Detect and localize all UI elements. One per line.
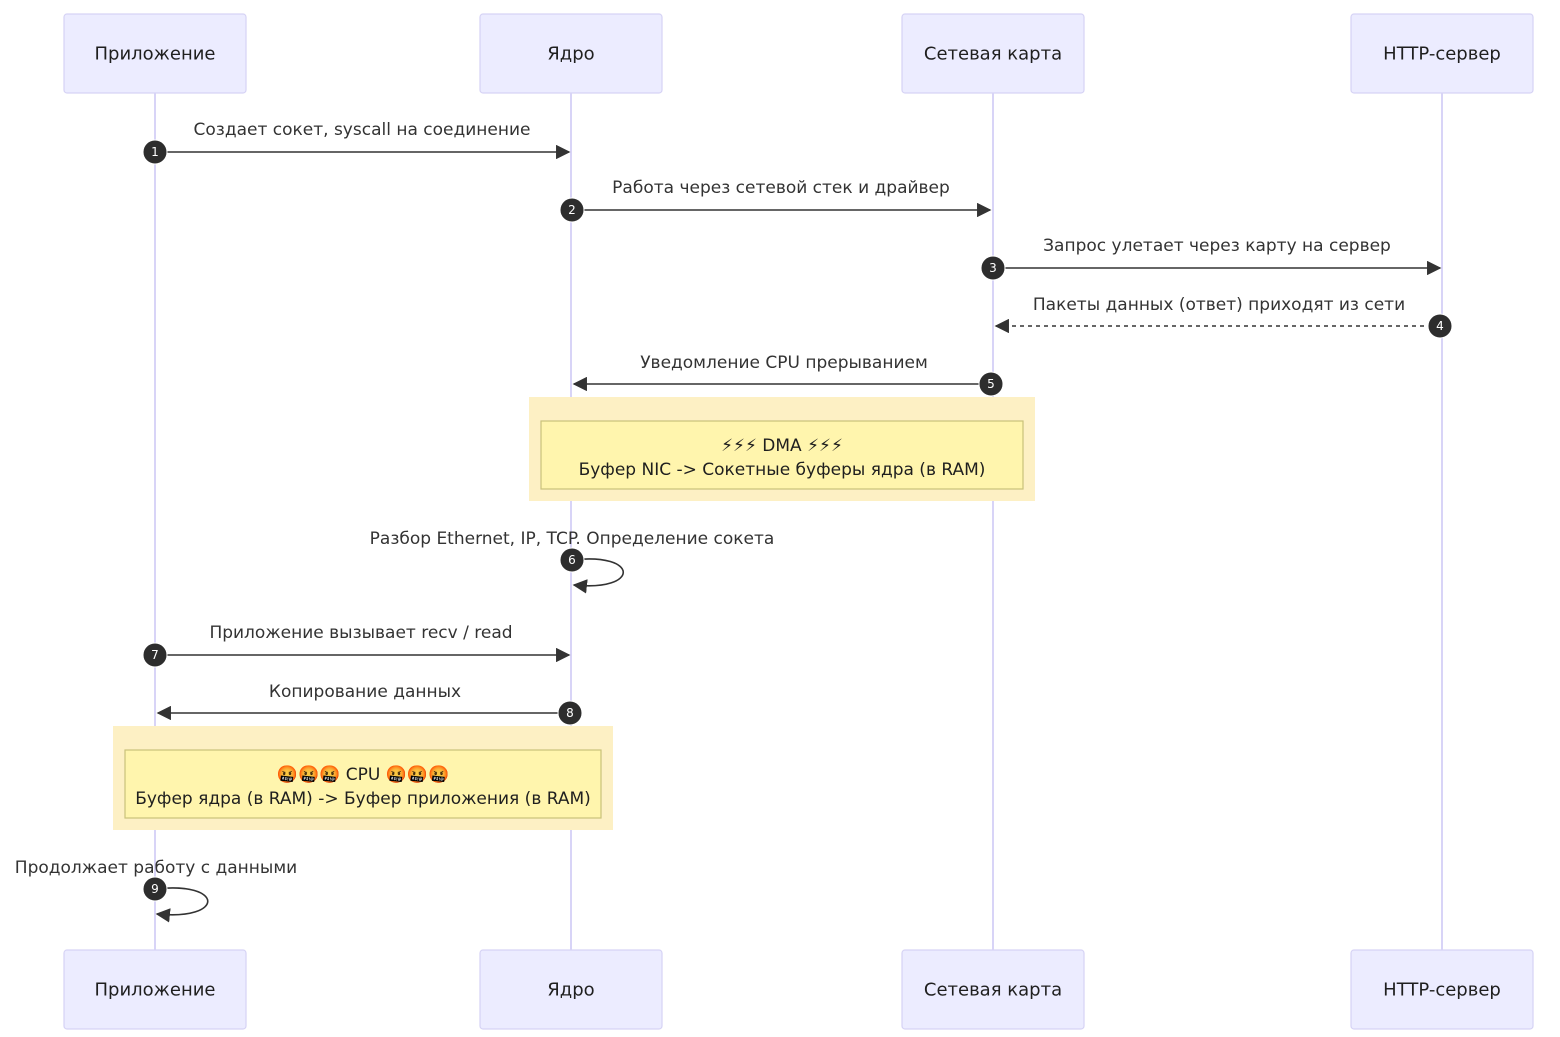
actor-kernel-top: Ядро xyxy=(479,13,663,94)
sequence-number: 8 xyxy=(566,706,574,720)
actor-app-bottom: Приложение xyxy=(63,949,247,1030)
sequence-number: 1 xyxy=(151,145,159,159)
message-2: Работа через сетевой стек и драйвер 2 xyxy=(559,178,992,223)
message-6: Разбор Ethernet, IP, TCP. Определение со… xyxy=(370,529,775,594)
sequence-number: 3 xyxy=(989,261,997,275)
message-4: Пакеты данных (ответ) приходят из сети 4 xyxy=(994,295,1453,339)
message-3: Запрос улетает через карту на сервер 3 xyxy=(980,236,1442,281)
message-label: Пакеты данных (ответ) приходят из сети xyxy=(1033,295,1405,315)
message-label: Продолжает работу с данными xyxy=(15,858,297,878)
message-label: Работа через сетевой стек и драйвер xyxy=(612,178,950,198)
message-label: Копирование данных xyxy=(269,682,461,702)
message-7: Приложение вызывает recv / read 7 xyxy=(142,623,571,668)
sequence-number-badge xyxy=(142,876,168,902)
message-1: Создает сокет, syscall на соединение 1 xyxy=(142,120,571,165)
actor-label: Сетевая карта xyxy=(924,44,1062,65)
sequence-number: 7 xyxy=(151,648,159,662)
actor-app-top: Приложение xyxy=(63,13,247,94)
actor-nic-bottom: Сетевая карта xyxy=(901,949,1085,1030)
sequence-number: 4 xyxy=(1436,319,1444,333)
message-9: Продолжает работу с данными 9 xyxy=(15,858,297,923)
actor-kernel-bottom: Ядро xyxy=(479,949,663,1030)
sequence-number-badge xyxy=(978,371,1004,397)
actor-http-top: HTTP-сервер xyxy=(1350,13,1534,94)
sequence-number-badge xyxy=(559,547,585,573)
actor-label: Ядро xyxy=(547,44,594,65)
actor-label: Сетевая карта xyxy=(924,980,1062,1001)
note-body: Буфер NIC -> Сокетные буферы ядра (в RAM… xyxy=(579,460,986,480)
note-title: ⚡⚡⚡ DMA ⚡⚡⚡ xyxy=(721,436,843,456)
actor-label: Приложение xyxy=(94,44,215,65)
note-dma: ⚡⚡⚡ DMA ⚡⚡⚡ Буфер NIC -> Сокетные буферы… xyxy=(529,397,1035,501)
message-label: Уведомление CPU прерыванием xyxy=(640,353,928,373)
actor-http-bottom: HTTP-сервер xyxy=(1350,949,1534,1030)
message-5: Уведомление CPU прерыванием 5 xyxy=(572,353,1004,397)
actor-label: HTTP-сервер xyxy=(1383,980,1501,1001)
message-label: Запрос улетает через карту на сервер xyxy=(1043,236,1391,256)
sequence-number-badge xyxy=(557,700,583,726)
actor-label: Ядро xyxy=(547,980,594,1001)
sequence-number: 2 xyxy=(568,203,576,217)
message-8: Копирование данных 8 xyxy=(156,682,583,726)
message-label: Приложение вызывает recv / read xyxy=(209,623,512,643)
sequence-number-badge xyxy=(1427,313,1453,339)
note-body: Буфер ядра (в RAM) -> Буфер приложения (… xyxy=(135,789,591,809)
actor-label: HTTP-сервер xyxy=(1383,44,1501,65)
message-label: Создает сокет, syscall на соединение xyxy=(194,120,531,140)
sequence-number-badge xyxy=(142,642,168,668)
sequence-number-badge xyxy=(980,255,1006,281)
actor-nic-top: Сетевая карта xyxy=(901,13,1085,94)
sequence-number-badge xyxy=(559,197,585,223)
sequence-number: 9 xyxy=(151,882,159,896)
sequence-number: 5 xyxy=(987,377,995,391)
note-title: 🤬🤬🤬 CPU 🤬🤬🤬 xyxy=(277,765,449,785)
actor-label: Приложение xyxy=(94,980,215,1001)
sequence-number: 6 xyxy=(568,553,576,567)
note-cpu: 🤬🤬🤬 CPU 🤬🤬🤬 Буфер ядра (в RAM) -> Буфер … xyxy=(113,726,613,830)
sequence-number-badge xyxy=(142,139,168,165)
message-label: Разбор Ethernet, IP, TCP. Определение со… xyxy=(370,529,775,549)
